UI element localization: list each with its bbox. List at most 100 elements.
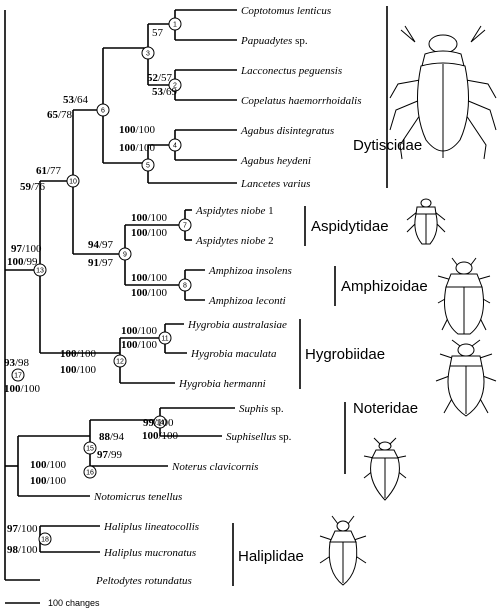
- haliplid-beetle-icon: [319, 515, 367, 586]
- taxon-label: Haliplus mucronatus: [103, 547, 196, 559]
- node-5: 5: [141, 158, 155, 172]
- support-value: 100/100: [131, 272, 168, 284]
- family-label: Noteridae: [353, 400, 418, 417]
- svg-text:17: 17: [14, 373, 22, 380]
- taxon-label: Aspidytes niobe 2: [195, 235, 274, 247]
- support-value: 100/100: [142, 430, 179, 442]
- node-6: 6: [96, 103, 110, 117]
- family-label: Amphizoidae: [341, 278, 428, 295]
- support-value: 100/100: [60, 348, 97, 360]
- node-markers: 1 2 3 4 5 6 7 8 9 10 11 12 13 14 15 16 1…: [11, 17, 192, 546]
- scale-label: 100 changes: [48, 598, 100, 608]
- taxon-label: Haliplus lineatocollis: [103, 521, 199, 533]
- support-value: 52/57: [147, 72, 173, 84]
- support-value: 59/76: [20, 181, 46, 193]
- support-value: 53/69: [152, 86, 178, 98]
- taxon-label: Papuadytes sp.: [240, 35, 308, 47]
- support-value: 94/97: [88, 239, 114, 251]
- svg-text:3: 3: [146, 51, 150, 58]
- scale-bar: 100 changes: [5, 598, 100, 608]
- node-2: 2: [168, 78, 182, 92]
- svg-text:18: 18: [41, 537, 49, 544]
- taxon-label: Hygrobia maculata: [190, 348, 277, 360]
- svg-text:13: 13: [36, 268, 44, 275]
- family-labels: Dytiscidae Aspidytidae Amphizoidae Hygro…: [238, 137, 428, 565]
- node-4: 4: [168, 138, 182, 152]
- support-value: 100/100: [30, 475, 67, 487]
- taxon-label: Amphizoa leconti: [208, 295, 286, 307]
- svg-text:5: 5: [146, 163, 150, 170]
- support-value: 93/98: [4, 357, 30, 369]
- svg-text:7: 7: [183, 223, 187, 230]
- taxon-label: Noterus clavicornis: [171, 461, 258, 473]
- support-value: 100/100: [119, 142, 156, 154]
- node-7: 7: [178, 218, 192, 232]
- taxon-label: Notomicrus tenellus: [93, 491, 182, 503]
- noterid-beetle-icon: [363, 437, 407, 501]
- support-value: 53/64: [63, 94, 89, 106]
- support-value: 100/100: [4, 383, 41, 395]
- taxon-label: Lacconectus peguensis: [240, 65, 342, 77]
- support-value: 97/100: [7, 523, 38, 535]
- support-value: 100/100: [119, 124, 156, 136]
- node-12: 12: [113, 354, 127, 368]
- node-16: 16: [83, 465, 97, 479]
- taxon-label: Agabus disintegratus: [240, 125, 334, 137]
- svg-text:1: 1: [173, 22, 177, 29]
- taxon-label: Agabus heydeni: [240, 155, 311, 167]
- taxon-label: Coptotomus lenticus: [241, 5, 331, 17]
- node-14: 14: [153, 415, 167, 429]
- taxon-label: Aspidytes niobe 1: [195, 205, 274, 217]
- taxon-label: Copelatus haemorrhoidalis: [241, 95, 362, 107]
- svg-text:14: 14: [156, 420, 164, 427]
- node-11: 11: [158, 331, 172, 345]
- support-value: 91/97: [88, 257, 114, 269]
- support-values: 57 52/57 53/69 100/100 100/100 53/64 65/…: [4, 27, 179, 556]
- svg-text:8: 8: [183, 283, 187, 290]
- family-brackets: [232, 6, 388, 586]
- node-1: 1: [168, 17, 182, 31]
- support-value: 100/99: [7, 256, 38, 268]
- svg-text:16: 16: [86, 470, 94, 477]
- taxon-label: Hygrobia hermanni: [178, 378, 266, 390]
- node-13: 13: [33, 263, 47, 277]
- svg-text:15: 15: [86, 446, 94, 453]
- family-label: Hygrobiidae: [305, 346, 385, 363]
- node-18: 18: [38, 532, 52, 546]
- support-value: 100/100: [131, 227, 168, 239]
- svg-text:10: 10: [69, 179, 77, 186]
- tree-branches: [4, 9, 237, 581]
- support-value: 98/100: [7, 544, 38, 556]
- svg-text:12: 12: [116, 359, 124, 366]
- taxon-label: Lancetes varius: [240, 178, 310, 190]
- support-value: 97/100: [11, 243, 42, 255]
- hygrobiid-beetle-icon: [435, 339, 497, 417]
- node-15: 15: [83, 441, 97, 455]
- node-9: 9: [118, 247, 132, 261]
- taxon-label: Peltodytes rotundatus: [95, 575, 192, 587]
- taxon-label: Hygrobia australasiae: [187, 319, 287, 331]
- support-value: 61/77: [36, 165, 62, 177]
- svg-text:6: 6: [101, 108, 105, 115]
- support-value: 100/100: [131, 287, 168, 299]
- dytiscid-beetle-icon: [389, 25, 497, 160]
- support-value: 100/100: [60, 364, 97, 376]
- support-value: 65/78: [47, 109, 73, 121]
- support-value: 97/99: [97, 449, 123, 461]
- support-value: 100/100: [131, 212, 168, 224]
- taxon-label: Amphizoa insolens: [208, 265, 292, 277]
- node-8: 8: [178, 278, 192, 292]
- family-label: Aspidytidae: [311, 218, 389, 235]
- support-value: 88/94: [99, 431, 125, 443]
- node-3: 3: [141, 46, 155, 60]
- svg-text:9: 9: [123, 252, 127, 259]
- beetle-illustrations: [319, 25, 497, 586]
- family-label: Dytiscidae: [353, 137, 422, 154]
- node-10: 10: [66, 174, 80, 188]
- svg-text:4: 4: [173, 143, 177, 150]
- family-label: Haliplidae: [238, 548, 304, 565]
- support-value: 100/100: [121, 325, 158, 337]
- support-value: 99/100: [143, 417, 174, 429]
- support-value: 57: [152, 27, 164, 39]
